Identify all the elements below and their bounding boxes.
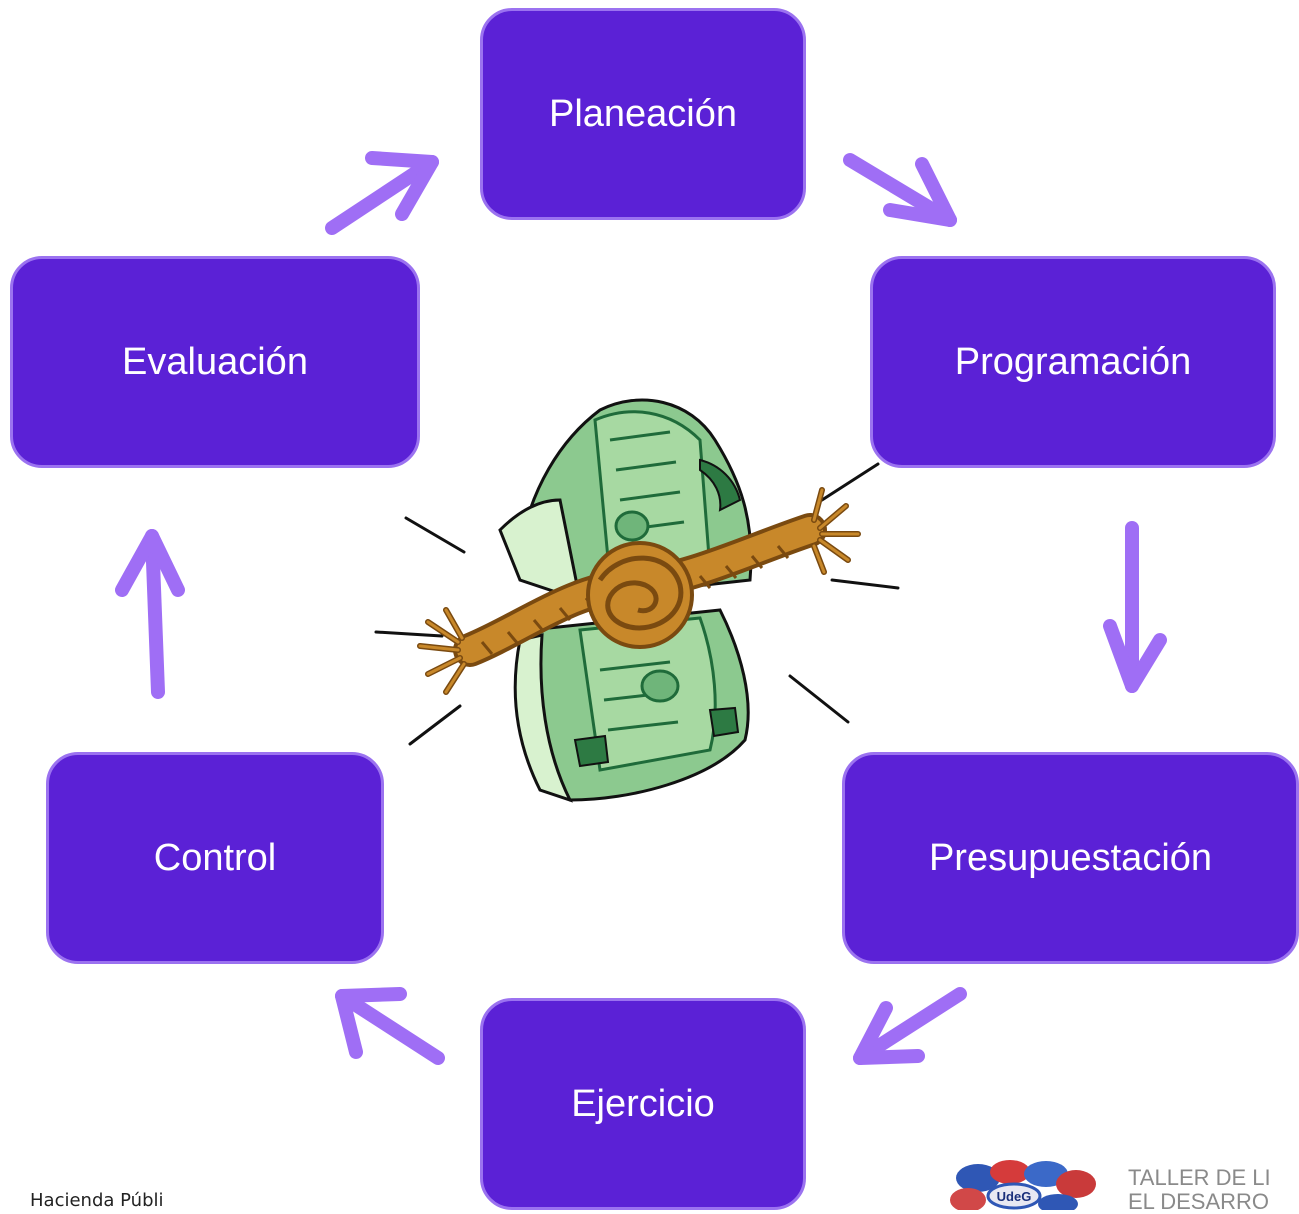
step-evaluacion: Evaluación bbox=[10, 256, 420, 468]
step-planeacion: Planeación bbox=[480, 8, 806, 220]
step-label: Evaluación bbox=[122, 340, 308, 383]
arrow-ejercicio-to-control bbox=[335, 987, 445, 1065]
arrow-control-to-evaluacion bbox=[115, 529, 185, 699]
tied-money-bundle-icon bbox=[374, 398, 900, 803]
step-label: Control bbox=[153, 836, 277, 879]
step-programacion: Programación bbox=[870, 256, 1276, 468]
arrow-planeacion-to-programacion bbox=[843, 153, 957, 227]
step-presupuestacion: Presupuestación bbox=[842, 752, 1299, 964]
step-label: Ejercicio bbox=[571, 1082, 715, 1125]
step-label: Presupuestación bbox=[928, 836, 1213, 879]
udeg-logo: UdeG bbox=[950, 1160, 1096, 1210]
logo-text: UdeG bbox=[997, 1189, 1032, 1204]
step-ejercicio: Ejercicio bbox=[480, 998, 806, 1210]
footer-right-text: TALLER DE LI EL DESARRO bbox=[1128, 1166, 1271, 1214]
arrow-presupuestacion-to-ejercicio bbox=[853, 987, 967, 1065]
step-label: Planeación bbox=[548, 92, 738, 135]
footer-right-line1: TALLER DE LI bbox=[1128, 1165, 1271, 1190]
step-label: Programación bbox=[954, 340, 1192, 383]
step-control: Control bbox=[46, 752, 384, 964]
arrow-evaluacion-to-planeacion bbox=[325, 151, 439, 235]
footer-right-line2: EL DESARRO bbox=[1128, 1189, 1270, 1214]
arrow-programacion-to-presupuestacion bbox=[1103, 521, 1167, 693]
footer-left-text: Hacienda Públi bbox=[30, 1190, 164, 1211]
